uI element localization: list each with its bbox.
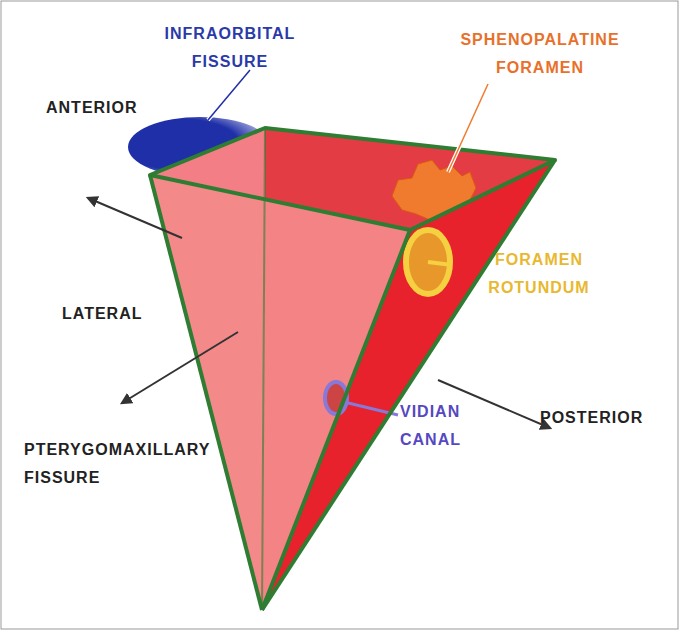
direction-label: PTERYGOMAXILLARY FISSURE	[24, 436, 254, 492]
lateral-arrow	[122, 332, 238, 403]
direction-label: LATERAL	[62, 300, 172, 328]
sphenopalatine-leader-core	[448, 84, 488, 172]
infraorbital-leader-core	[208, 70, 250, 120]
sphenopalatine-leader	[448, 84, 488, 172]
direction-label: POSTERIOR	[540, 404, 670, 432]
anterior-arrow	[88, 198, 182, 238]
rotundum-leader	[428, 262, 452, 265]
direction-label: ANTERIOR	[46, 94, 176, 122]
posterior-face	[262, 160, 555, 610]
structure-label: FORAMEN ROTUNDUM	[474, 246, 604, 302]
infraorbital-leader	[208, 70, 250, 120]
pyramid-edges	[150, 128, 555, 610]
structure-label: INFRAORBITAL FISSURE	[150, 20, 310, 76]
structure-label: SPHENOPALATINE FORAMEN	[440, 26, 640, 82]
structure-label: VIDIAN CANAL	[400, 398, 490, 454]
